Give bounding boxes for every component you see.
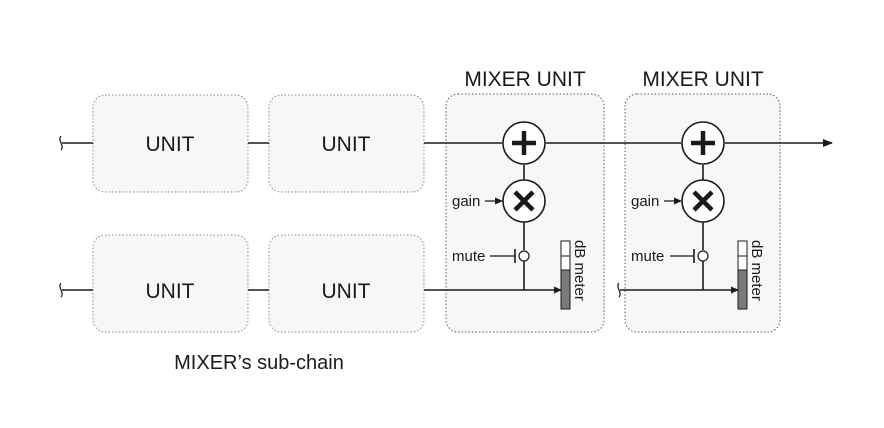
db-meter-fill	[560, 269, 571, 310]
unit-label: UNIT	[322, 280, 371, 303]
db-meter-fill	[737, 269, 748, 310]
break-symbol	[59, 282, 63, 298]
gain-label: gain	[631, 193, 659, 210]
break-symbol	[617, 282, 621, 298]
unit-label: UNIT	[146, 133, 195, 156]
mute-label: mute	[452, 248, 485, 265]
sub-chain-caption: MIXER’s sub-chain	[174, 352, 344, 374]
multiplier-node	[502, 179, 546, 223]
db-meter-label: dB meter	[748, 240, 765, 301]
times-icon	[692, 190, 714, 212]
mixer-unit-title: MIXER UNIT	[464, 68, 586, 91]
unit-label: UNIT	[322, 133, 371, 156]
multiplier-node	[681, 179, 725, 223]
adder-node	[681, 121, 725, 165]
unit-box-bottom-1	[92, 234, 249, 333]
db-meter-label: dB meter	[571, 240, 588, 301]
unit-box-bottom-2	[268, 234, 425, 333]
mute-label: mute	[631, 248, 664, 265]
adder-node	[502, 121, 546, 165]
break-symbol	[59, 135, 63, 151]
mixer-unit-title: MIXER UNIT	[642, 68, 764, 91]
mute-switch-node	[518, 250, 530, 262]
db-meter	[560, 240, 571, 310]
mute-switch-node	[697, 250, 709, 262]
gain-label: gain	[452, 193, 480, 210]
times-icon	[513, 190, 535, 212]
db-meter	[737, 240, 748, 310]
unit-label: UNIT	[146, 280, 195, 303]
